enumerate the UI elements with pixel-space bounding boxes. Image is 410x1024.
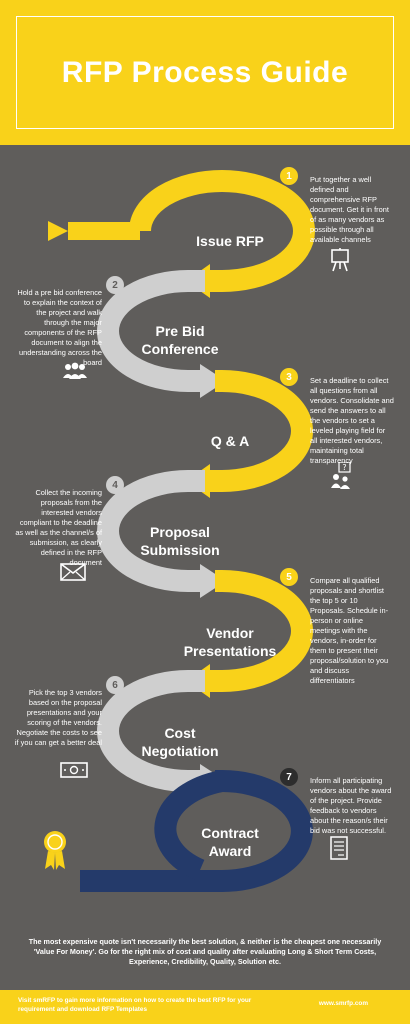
stage-2-number: 2 — [106, 276, 124, 294]
stage-4-arrowhead — [200, 564, 226, 598]
stage-7-arc — [80, 770, 313, 892]
group-icon — [63, 362, 87, 379]
contract-icon — [330, 836, 348, 860]
stage-2-description: Hold a pre bid conference to explain the… — [17, 288, 102, 367]
money-icon — [60, 762, 88, 778]
stage-4-arc — [97, 470, 205, 592]
svg-text:?: ? — [342, 463, 346, 472]
bottom-bar-message: Visit smRFP to gain more information on … — [18, 997, 252, 1013]
start-arrow — [48, 221, 68, 241]
stage-1-arc — [129, 170, 315, 292]
stage-4-number: 4 — [106, 476, 124, 494]
stage-2-label: Pre Bid Conference — [141, 323, 219, 357]
stage-3-arc — [205, 370, 313, 492]
question-people-icon: ? — [331, 462, 351, 489]
stage-3-number: 3 — [280, 368, 298, 386]
stage-7-number: 7 — [280, 768, 298, 786]
header-frame: RFP Process Guide — [16, 16, 394, 129]
stage-6-label: Cost Negotiation — [141, 725, 219, 759]
stage-7-label: Contract Award — [201, 825, 259, 859]
stage-7-inner-arc — [154, 770, 225, 881]
award-medal-icon — [44, 831, 66, 870]
page-title: RFP Process Guide — [61, 55, 349, 89]
stage-1-label: Issue RFP — [196, 233, 264, 249]
stage-5-number: 5 — [280, 568, 298, 586]
stage-1-description: Put together a well defined and comprehe… — [310, 175, 389, 244]
stage-6-arc — [97, 670, 205, 792]
stage-4-description: Collect the incoming proposals from the … — [15, 488, 102, 567]
footer-note: The most expensive quote isn't necessari… — [28, 937, 382, 966]
stage-5-label: Vendor Presentations — [183, 625, 277, 659]
stage-4-label: Proposal Submission — [140, 524, 220, 558]
stage-7-description: Inform all participating vendors about t… — [310, 776, 392, 835]
easel-icon — [331, 248, 349, 272]
stage-3-label: Q & A — [210, 433, 250, 449]
stage-5-description: Compare all qualified proposals and shor… — [310, 576, 389, 685]
stage-5-arc — [205, 570, 313, 692]
stage-6-number: 6 — [106, 676, 124, 694]
stage-2-arrowhead — [200, 364, 226, 398]
header-banner: RFP Process Guide — [0, 0, 410, 145]
stage-1-number: 1 — [280, 167, 298, 185]
website-link[interactable]: www.smrfp.com — [318, 1000, 368, 1007]
envelope-icon — [60, 563, 86, 581]
stage-6-description: Pick the top 3 vendors based on the prop… — [14, 688, 102, 747]
stage-2-arc — [97, 270, 205, 392]
stage-3-description: Set a deadline to collect all questions … — [310, 376, 394, 465]
bottom-bar: Visit smRFP to gain more information on … — [0, 990, 410, 1024]
